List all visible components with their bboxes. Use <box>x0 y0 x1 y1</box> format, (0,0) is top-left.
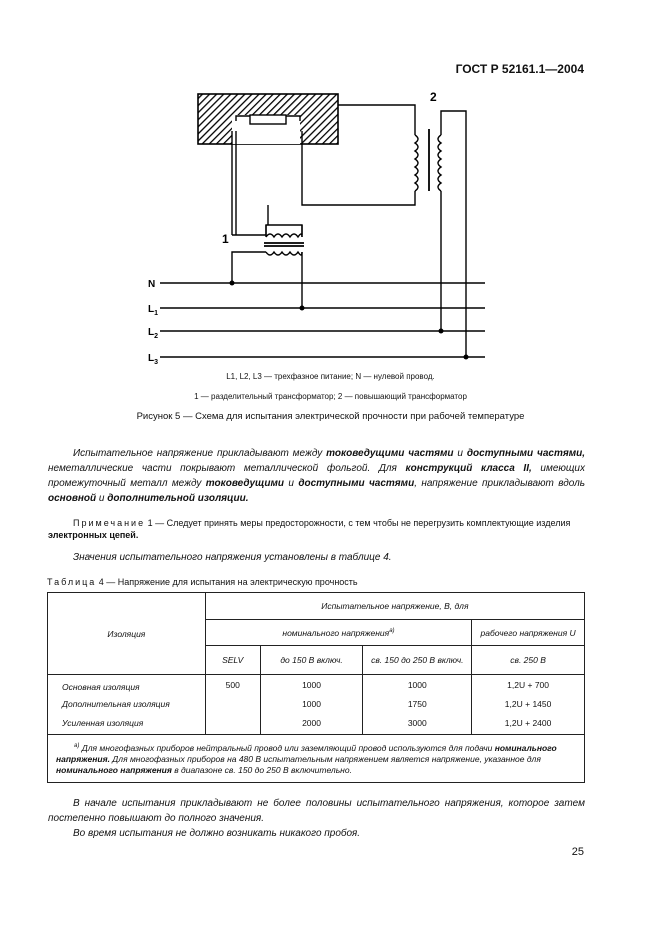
sub-150-250: св. 150 до 250 В включ. <box>362 645 473 675</box>
table-caption: Таблица 4 — Напряжение для испытания на … <box>47 577 358 587</box>
sub-over-250: св. 250 В <box>471 645 585 675</box>
paragraph-test-start: В начале испытания прикладывают не более… <box>48 798 585 824</box>
sub-up-to-150: до 150 В включ. <box>259 645 364 675</box>
table-row: Усиленная изоляция 2000 3000 1,2U + 2400 <box>47 712 585 735</box>
label-transformer-1: 1 <box>222 232 229 246</box>
standard-header: ГОСТ Р 52161.1—2004 <box>455 62 584 76</box>
note-1: Примечание 1 — Следует принять меры пред… <box>48 518 571 540</box>
table-row: Основная изоляция 500 1000 1000 1,2U + 7… <box>47 674 585 695</box>
paragraph-table-ref: Значения испытательного напряжения устан… <box>73 552 392 563</box>
figure-caption: Рисунок 5 — Схема для испытания электрич… <box>136 411 525 422</box>
step-up-transformer-secondary <box>437 134 443 192</box>
figure-legend-1: L1, L2, L3 — трехфазное питание; N — нул… <box>226 372 435 381</box>
table-footnote: а) Для многофазных приборов нейтральный … <box>47 734 585 783</box>
label-transformer-2: 2 <box>430 90 437 104</box>
isolating-transformer-secondary <box>265 233 303 239</box>
label-L2: L2 <box>148 327 158 340</box>
sub-selv: SELV <box>204 645 261 675</box>
table-row: Дополнительная изоляция 1000 1750 1,2U +… <box>47 694 585 713</box>
figure-legend-2: 1 — разделительный трансформатор; 2 — по… <box>194 392 467 401</box>
paragraph-test-voltage: Испытательное напряжение прикладывают ме… <box>48 448 586 504</box>
voltage-table: Изоляция Испытательное напряжение, В, дл… <box>47 592 586 783</box>
header-rated-voltage: номинального напряженияа) <box>204 619 473 646</box>
paragraph-no-breakdown: Во время испытания не должно возникать н… <box>73 828 360 839</box>
appliance-under-test <box>249 114 287 125</box>
step-up-transformer-primary <box>413 134 419 192</box>
header-insulation: Изоляция <box>47 592 206 675</box>
label-L1: L1 <box>148 304 158 317</box>
label-N: N <box>148 279 155 290</box>
header-test-voltage: Испытательное напряжение, В, для <box>204 592 586 620</box>
label-L3: L3 <box>148 353 158 366</box>
page-number: 25 <box>571 846 584 858</box>
circuit-diagram: 1 2 N L1 L2 L3 <box>148 90 485 366</box>
header-working-voltage: рабочего напряжения U <box>471 619 585 646</box>
isolating-transformer-primary <box>265 250 303 256</box>
